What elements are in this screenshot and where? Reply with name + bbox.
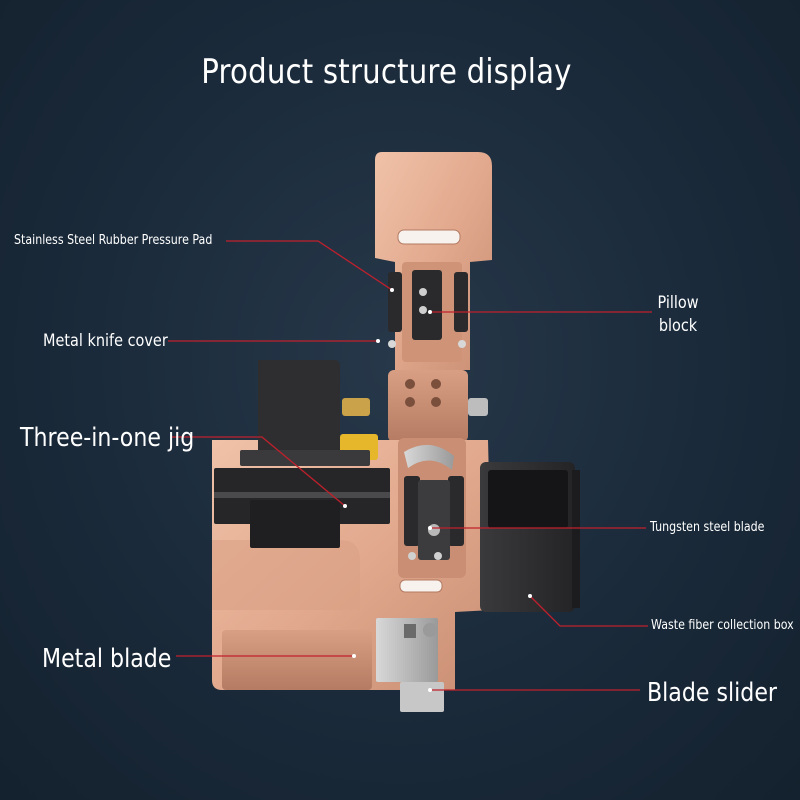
label-pressure-pad: Stainless Steel Rubber Pressure Pad: [14, 233, 213, 248]
label-jig: Three-in-one jig: [20, 423, 195, 453]
leader-lines: [168, 240, 652, 692]
leader-dot-pressure-pad: [390, 288, 394, 292]
upper-arm: [375, 152, 492, 370]
leader-dot-blade-slider: [428, 688, 432, 692]
leader-dot-metal-blade: [352, 654, 356, 658]
leader-jig: [172, 436, 346, 507]
label-blade-slider: Blade slider: [647, 678, 778, 708]
diagram-title: Product structure display: [201, 52, 572, 92]
blade-assembly: [398, 438, 466, 578]
leader-pressure-pad: [226, 240, 393, 291]
blade-slider: [376, 618, 444, 712]
label-knife-cover: Metal knife cover: [43, 331, 168, 351]
label-pillow-block-line1: Pillow: [657, 293, 699, 313]
hinge: [342, 370, 488, 442]
leader-dot-pillow-block: [428, 310, 432, 314]
label-tungsten-blade: Tungsten steel blade: [650, 520, 765, 535]
label-waste-box: Waste fiber collection box: [651, 618, 794, 633]
jig: [214, 360, 390, 548]
leader-dot-knife-cover: [376, 339, 380, 343]
label-pillow-block-line2: block: [658, 316, 698, 336]
label-metal-blade: Metal blade: [42, 644, 172, 674]
leader-waste-box: [529, 595, 648, 627]
leader-dot-waste-box: [528, 594, 532, 598]
leader-dot-tungsten-blade: [428, 526, 432, 530]
leader-dot-jig: [343, 504, 347, 508]
waste-box: [480, 462, 580, 612]
